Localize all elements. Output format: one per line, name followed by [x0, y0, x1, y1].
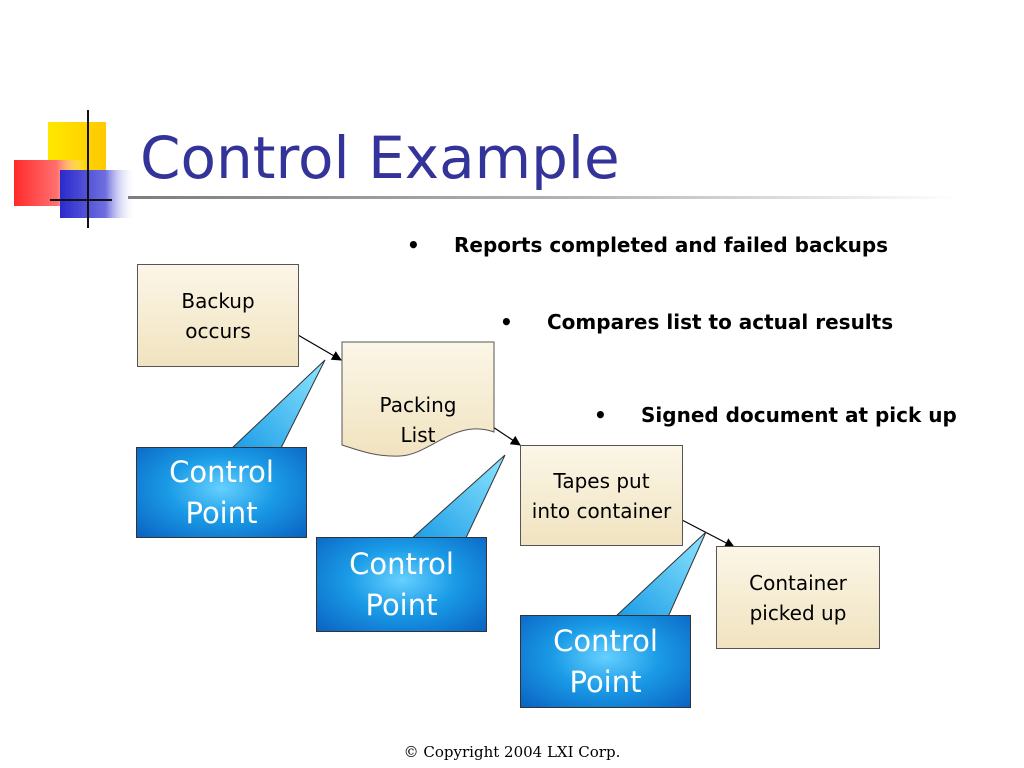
callout-tail — [228, 359, 326, 451]
callout-tail — [408, 454, 506, 541]
connector-arrow — [492, 426, 521, 446]
step-tapes-put-into-container: Tapes put into container — [520, 445, 683, 546]
bullet-text: Signed document at pick up — [641, 403, 957, 427]
bullet-marker: • — [594, 403, 607, 427]
bullet-item: • Reports completed and failed backups — [407, 232, 967, 258]
callout-label: Control Point — [553, 623, 658, 699]
connector-arrow — [681, 519, 735, 548]
control-point-callout: Control Point — [520, 615, 691, 708]
step-label: Packing List — [379, 393, 457, 447]
packing-list-document-shape — [341, 341, 495, 457]
title-underline — [128, 196, 958, 199]
bullet-text: Compares list to actual results — [547, 310, 894, 334]
slide-title: Control Example — [140, 124, 620, 192]
step-label: Container picked up — [749, 570, 847, 625]
step-packing-list: Packing List — [342, 360, 494, 447]
bullet-marker: • — [407, 233, 420, 257]
blue-square — [60, 170, 136, 218]
bullet-text: Reports completed and failed backups — [454, 233, 889, 257]
bullet-item: • Compares list to actual results — [500, 309, 980, 335]
step-label: Tapes put into container — [531, 468, 672, 523]
step-container-picked-up: Container picked up — [716, 546, 880, 649]
step-backup-occurs: Backup occurs — [137, 264, 299, 367]
corner-decoration — [14, 110, 136, 228]
callout-label: Control Point — [169, 454, 274, 530]
step-label: Backup occurs — [181, 288, 255, 343]
control-point-callout: Control Point — [136, 447, 307, 538]
connector-arrow — [297, 334, 342, 361]
callout-label: Control Point — [349, 546, 454, 622]
bullet-marker: • — [500, 310, 513, 334]
bullet-item: • Signed document at pick up — [594, 402, 1014, 428]
copyright-footer: © Copyright 2004 LXI Corp. — [403, 743, 621, 761]
control-point-callout: Control Point — [316, 537, 487, 632]
